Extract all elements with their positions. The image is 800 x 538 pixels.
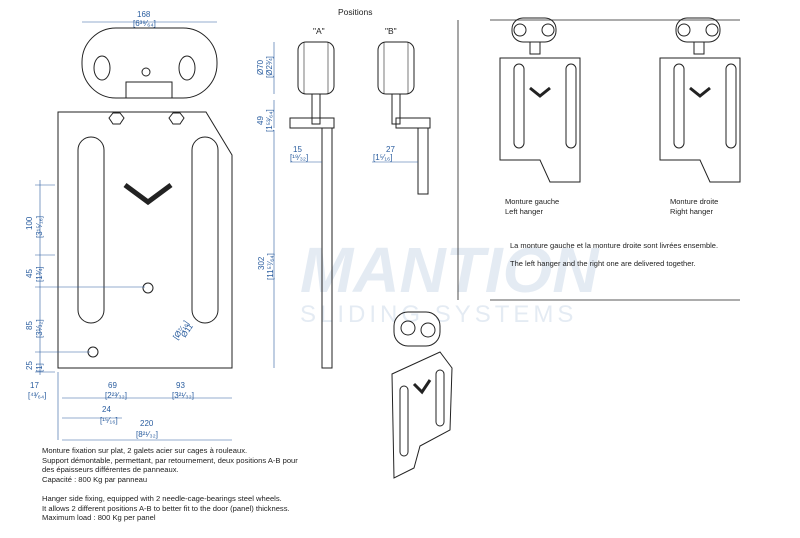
desc-fr-line: des épaisseurs différentes de panneaux. — [42, 465, 179, 475]
dim-h45-in: [1¾] — [35, 266, 44, 282]
description-fr: Monture fixation sur plat, 2 galets acie… — [42, 446, 342, 484]
left-hanger-illustration — [499, 17, 581, 183]
right-slot — [191, 136, 219, 324]
fixing-hole-upper — [142, 282, 154, 294]
delivery-note-fr: La monture gauche et la monture droite s… — [510, 241, 718, 250]
dim-w27-in: [1⁵⁄₁₆] — [373, 153, 392, 162]
desc-fr-line: Capacité : 800 Kg par panneau — [42, 474, 148, 484]
dim-w17-in: [⁴³⁄₆₄] — [28, 391, 46, 400]
side-a-arm — [311, 93, 321, 125]
right-hanger-en: Right hanger — [670, 207, 713, 216]
mount-block — [125, 81, 173, 99]
left-slot — [77, 136, 105, 324]
dim-w15-in: [¹⁹⁄₃₂] — [290, 153, 308, 162]
dim-d70: Ø70 — [256, 59, 265, 75]
dim-h25-in: [1] — [35, 363, 44, 372]
desc-en-line: It allows 2 different positions A-B to b… — [42, 503, 290, 513]
axle-hole — [141, 67, 151, 77]
right-hanger-fr: Monture droite — [670, 197, 718, 206]
side-view-a — [289, 41, 335, 369]
side-a-wheel — [297, 41, 335, 95]
delivery-note-en: The left hanger and the right one are de… — [510, 259, 696, 268]
left-bolt-hex — [108, 112, 125, 125]
desc-fr-line: Support démontable, permettant, par reto… — [42, 455, 298, 465]
dim-width-168: 168 — [137, 10, 151, 19]
side-a-bolt — [289, 117, 335, 129]
dim-w93-in: [3²¹⁄₃₂] — [172, 391, 194, 400]
side-view-b — [377, 41, 431, 195]
watermark-subtitle: SLIDING SYSTEMS — [300, 301, 577, 328]
right-wheel — [178, 55, 196, 81]
dim-d70-in: [Ø2¾] — [265, 56, 274, 78]
dim-h45: 45 — [25, 269, 34, 278]
dim-h302: 302 — [257, 256, 266, 270]
right-bolt-hex — [168, 112, 185, 125]
side-b-bolt — [395, 117, 431, 129]
hanger-plate — [57, 111, 233, 369]
dim-h100-in: [3¹⁵⁄₁₆] — [35, 216, 44, 238]
dim-width-168-in: [6³⁹⁄₆₄] — [133, 19, 156, 28]
left-hanger-en: Left hanger — [505, 207, 543, 216]
dim-h85: 85 — [25, 321, 34, 330]
dim-w17: 17 — [30, 381, 39, 390]
side-a-dimension-lines — [273, 42, 322, 368]
front-dimension-lines — [35, 21, 232, 441]
front-view — [57, 27, 233, 369]
dim-w220: 220 — [140, 419, 154, 428]
side-a-plate — [321, 127, 333, 369]
description-en: Hanger side fixing, equipped with 2 need… — [42, 494, 342, 523]
dim-h49-in: [1⁵³⁄₆₄] — [265, 109, 274, 132]
dim-w93: 93 — [176, 381, 185, 390]
positions-title: Positions — [338, 7, 373, 17]
dim-h302-in: [11⁵⁷⁄₆₄] — [266, 253, 275, 280]
dim-w24: 24 — [102, 405, 111, 414]
position-a-label: "A" — [313, 26, 325, 36]
dim-w15: 15 — [293, 145, 302, 154]
isometric-hanger-illustration — [391, 311, 453, 479]
desc-en-line: Maximum load : 800 Kg per panel — [42, 513, 156, 523]
side-b-wheel — [377, 41, 415, 95]
dim-w24-in: [¹⁵⁄₁₆] — [100, 416, 118, 425]
dim-w69: 69 — [108, 381, 117, 390]
dim-w27: 27 — [386, 145, 395, 154]
dim-w220-in: [8²¹⁄₃₂] — [136, 430, 158, 439]
position-b-label: "B" — [385, 26, 397, 36]
left-hanger-fr: Monture gauche — [505, 197, 559, 206]
side-b-plate — [417, 127, 429, 195]
desc-fr-line: Monture fixation sur plat, 2 galets acie… — [42, 446, 248, 455]
watermark-brand: MANTION — [300, 234, 600, 306]
dim-h100: 100 — [25, 216, 34, 230]
right-hanger-illustration — [659, 17, 741, 183]
chevron-mark-front — [123, 182, 173, 206]
dim-w69-in: [2²³⁄₃₂] — [105, 391, 127, 400]
desc-en-line: Hanger side fixing, equipped with 2 need… — [42, 494, 282, 503]
dim-h85-in: [3⅓₂] — [35, 319, 44, 338]
dim-h25: 25 — [25, 361, 34, 370]
dim-h49: 49 — [256, 116, 265, 125]
left-wheel — [93, 55, 111, 81]
watermark: MANTION SLIDING SYSTEMS — [300, 234, 600, 328]
